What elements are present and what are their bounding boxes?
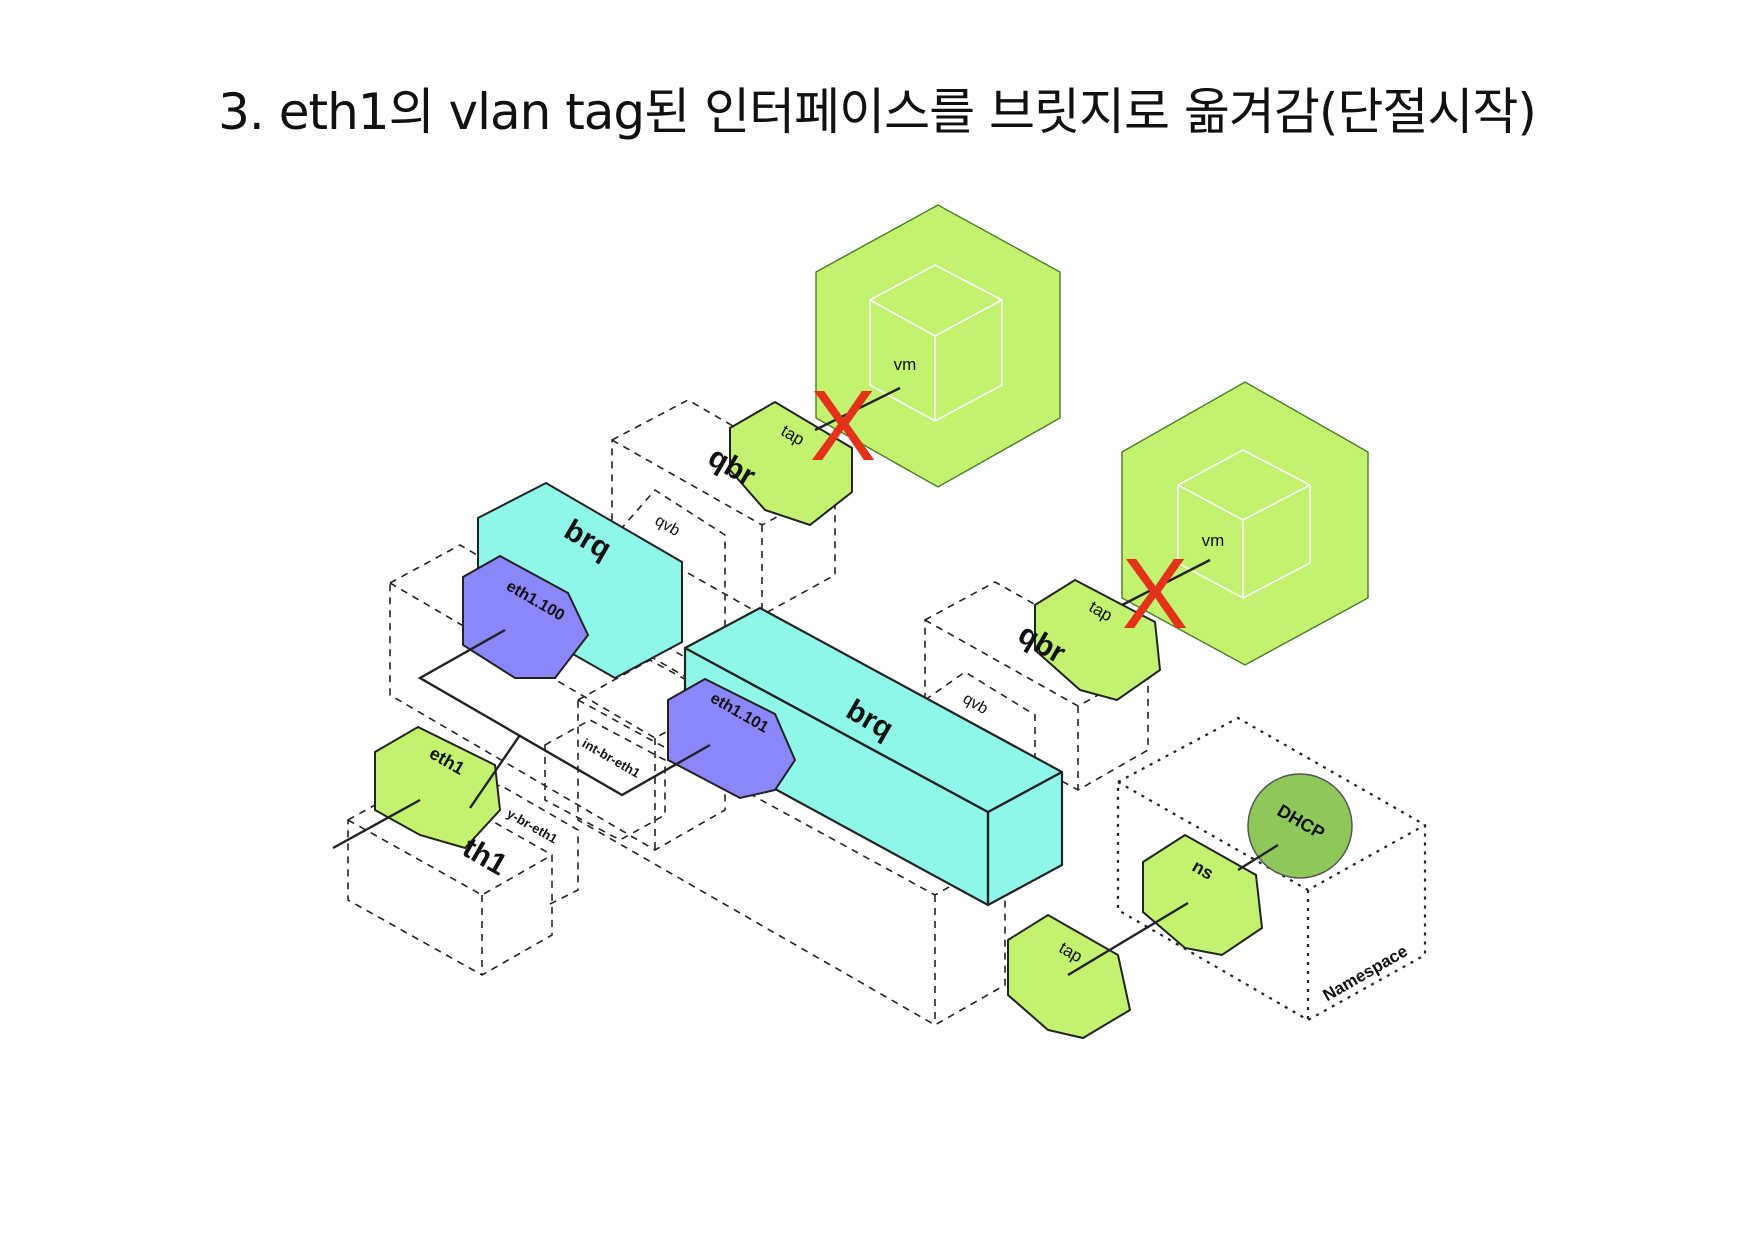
qvb-top-dashed-box xyxy=(619,488,726,661)
vm-cube-right xyxy=(1121,381,1369,666)
namespace-box xyxy=(1116,716,1427,1022)
namespace-label: Namespace xyxy=(1320,941,1411,1005)
dhcp-circle xyxy=(1247,773,1353,879)
disconnect-x-mark-top: X xyxy=(810,370,877,482)
int-br-eth1-dashed-box xyxy=(544,719,666,841)
tap-top-interface xyxy=(729,400,853,527)
eth1-100-interface xyxy=(462,554,590,679)
eth1-101-interface xyxy=(667,677,797,800)
qbr-right-dashed-box xyxy=(924,581,1149,791)
eth1-interface xyxy=(374,725,502,850)
disconnect-x-mark-right: X xyxy=(1122,538,1189,650)
tap-right-interface xyxy=(1034,578,1162,702)
phy-br-eth1-label: y-br-eth1 xyxy=(504,806,560,847)
connection-lines xyxy=(332,386,1279,977)
qvb-right-label: qvb xyxy=(960,690,991,718)
left-brq-dashed-box xyxy=(389,544,726,851)
ns-interface xyxy=(1142,833,1264,957)
vm-right-label: vm xyxy=(1202,531,1225,550)
vm-top-label: vm xyxy=(894,355,917,374)
vm-cube-top xyxy=(815,204,1061,488)
tap-bottom-interface xyxy=(1007,913,1132,1040)
qvb-top-label: qvb xyxy=(652,512,683,540)
int-br-eth1-label: int-br-eth1 xyxy=(580,736,643,781)
page-title: 3. eth1의 vlan tag된 인터페이스를 브릿지로 옮겨감(단절시작) xyxy=(218,83,1537,141)
